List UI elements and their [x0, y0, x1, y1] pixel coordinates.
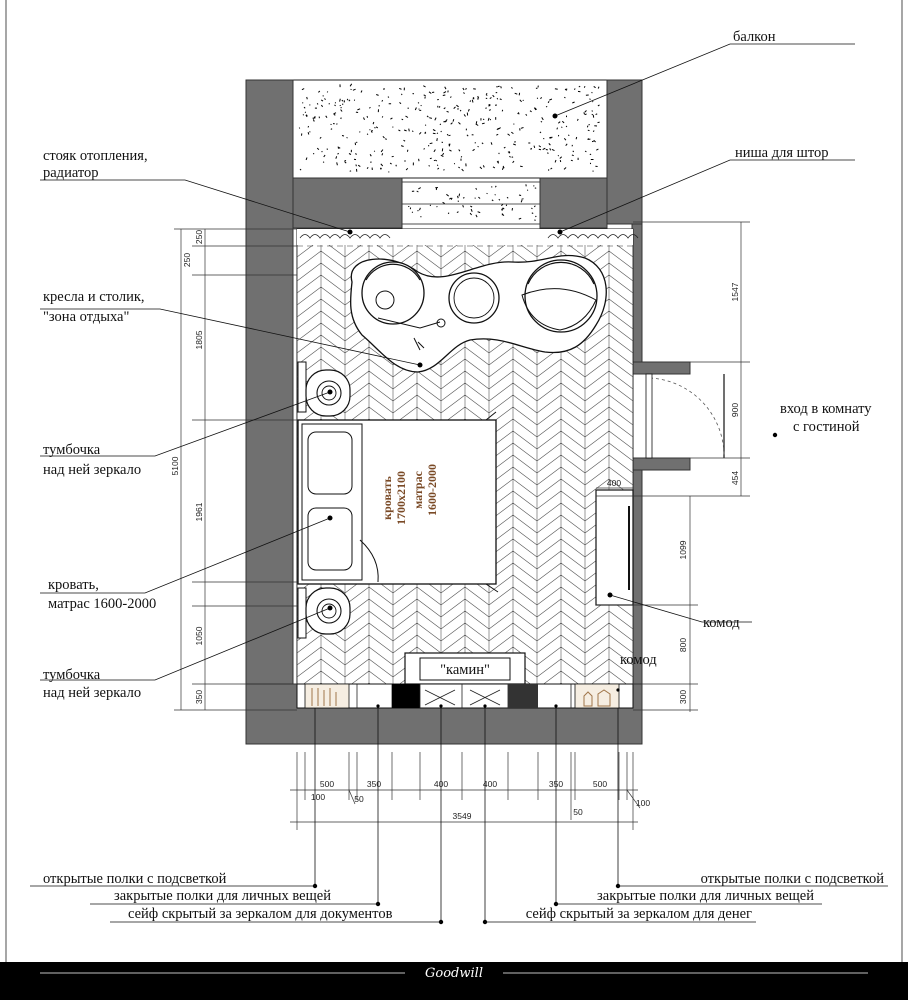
wall-left	[245, 79, 294, 745]
nightstand-bottom-icon	[297, 587, 351, 639]
label-open-shelves-left: открытые полки с подсветкой	[43, 871, 227, 887]
shelf-vase-right-icon	[583, 689, 611, 707]
bed-text-line2: 1700х2100	[394, 471, 408, 525]
label-curtain-niche: ниша для штор	[735, 145, 828, 161]
wall-top-left	[292, 177, 403, 229]
label-entrance-1: вход в комнату	[780, 401, 872, 417]
dim-bottom-2: 350	[367, 779, 381, 789]
balcony-door-dots	[408, 184, 537, 222]
curtain-wave-left	[299, 234, 391, 239]
open-shelf-right	[574, 683, 620, 709]
right-dimension-chain	[596, 221, 750, 712]
bed-text-line3: матрас	[411, 470, 425, 508]
dresser-icon	[595, 489, 634, 606]
dim-right-400: 400	[607, 478, 621, 488]
dim-bottom-50-left: 50	[354, 794, 364, 804]
label-closed-shelves-right: закрытые полки для личных вещей	[597, 888, 814, 904]
dim-left-250a: 250	[194, 230, 204, 244]
dim-right-1099: 1099	[678, 540, 688, 559]
label-nightstand-bottom-2: над ней зеркало	[43, 685, 141, 701]
footer-bar	[0, 962, 908, 1000]
label-dresser: комод	[703, 615, 740, 631]
label-nightstand-bottom-1: тумбочка	[43, 667, 101, 683]
dim-bottom-1: 500	[320, 779, 334, 789]
label-safe-docs: сейф скрытый за зеркалом для документов	[128, 906, 393, 922]
balcony-dots	[298, 83, 600, 173]
label-nightstand-top-1: тумбочка	[43, 442, 101, 458]
safe-money-block	[508, 684, 538, 708]
label-closed-shelves-left: закрытые полки для личных вещей	[114, 888, 331, 904]
label-heating-riser-1: стояк отопления,	[43, 148, 148, 164]
label-armchairs-1: кресла и столик,	[43, 289, 145, 305]
label-nightstand-top-2: над ней зеркало	[43, 462, 141, 478]
dim-left-1805: 1805	[194, 330, 204, 349]
storage-strip	[296, 683, 634, 709]
dim-right-1547: 1547	[730, 282, 740, 301]
bed-icon	[297, 411, 499, 593]
wall-top-right	[539, 177, 608, 229]
label-armchairs-2: "зона отдыха"	[43, 309, 129, 325]
leader-lines	[30, 43, 888, 925]
balcony-area	[292, 79, 608, 179]
label-bed-2: матрас 1600-2000	[48, 596, 156, 612]
curtain-wave-right	[547, 234, 639, 239]
balcony-door-opening	[401, 181, 541, 225]
label-safe-money: сейф скрытый за зеркалом для денег	[526, 906, 752, 922]
dim-bottom-50-right: 50	[573, 807, 583, 817]
shelf-bottles-left-icon	[311, 688, 337, 706]
dim-right-454: 454	[730, 471, 740, 485]
label-balcony: балкон	[733, 29, 776, 45]
armchair-left-icon	[361, 261, 446, 351]
dresser-inner-label: комод	[620, 652, 657, 668]
wall-door-jamb-top	[631, 361, 691, 375]
dim-left-350: 350	[194, 690, 204, 704]
entrance-door-icon	[645, 373, 725, 459]
dim-left-1050: 1050	[194, 626, 204, 645]
bed-text-col2: матрас 1600-2000	[411, 464, 439, 516]
dim-left-250b: 250	[182, 253, 192, 267]
curtain-niche-strip	[297, 229, 633, 245]
dim-right-900: 900	[730, 403, 740, 417]
bottom-dimension-chain	[290, 752, 641, 830]
dim-bottom-6: 500	[593, 779, 607, 789]
label-entrance-2: с гостиной	[793, 419, 860, 435]
fireplace-icon	[404, 652, 526, 685]
bed-text-col1: кровать 1700х2100	[380, 471, 408, 525]
bed-text-line4: 1600-2000	[425, 464, 439, 516]
coffee-table-icon	[448, 272, 500, 324]
dim-bottom-100-left: 100	[311, 792, 325, 802]
dim-bottom-100-right: 100	[636, 798, 650, 808]
dim-right-800: 800	[678, 638, 688, 652]
wall-right-upper	[606, 79, 643, 225]
dim-left-5100: 5100	[170, 456, 180, 475]
wall-door-jamb-bottom	[631, 457, 691, 471]
dim-right-300: 300	[678, 690, 688, 704]
dim-left-1961: 1961	[194, 502, 204, 521]
left-dimension-chain	[174, 228, 297, 711]
footer-logo: Goodwill	[425, 966, 483, 981]
fireplace-label: "камин"	[440, 662, 490, 678]
armchair-right-icon	[521, 259, 598, 333]
dim-bottom-4: 400	[483, 779, 497, 789]
safe-docs-block	[392, 684, 420, 708]
bed-text-line1: кровать	[380, 475, 394, 519]
dim-total-width: 3549	[453, 811, 472, 821]
label-heating-riser-2: радиатор	[43, 165, 99, 181]
label-open-shelves-right: открытые полки с подсветкой	[701, 871, 885, 887]
label-bed-1: кровать,	[48, 577, 99, 593]
